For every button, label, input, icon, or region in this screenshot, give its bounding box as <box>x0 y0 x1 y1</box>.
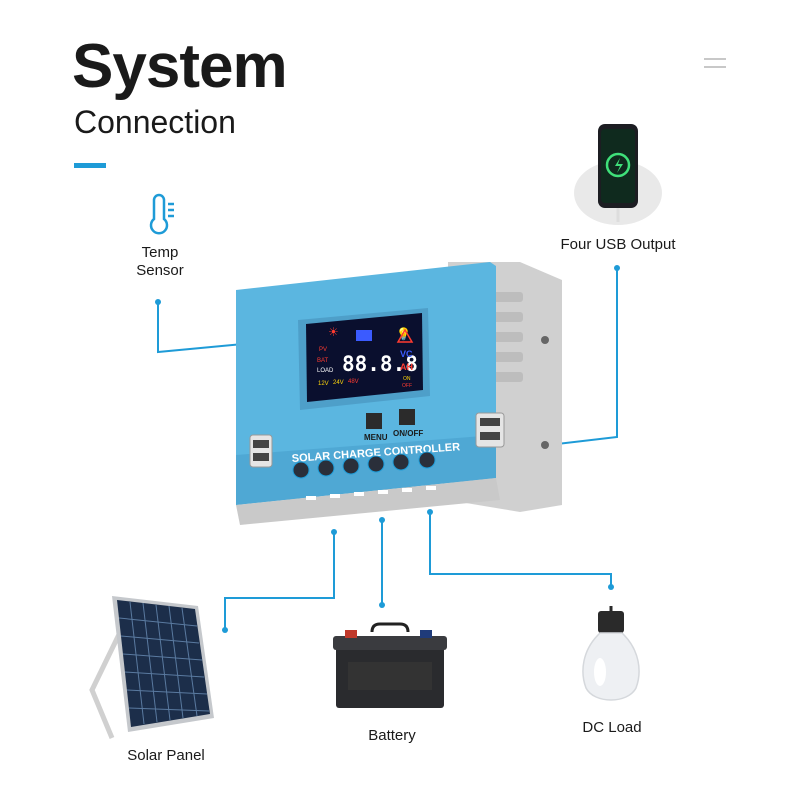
smartphone-icon <box>574 124 662 225</box>
menu-button[interactable] <box>366 413 382 429</box>
display-48v: 48V <box>348 379 359 385</box>
solar-panel-label: Solar Panel <box>127 747 205 764</box>
display-on: ON <box>403 376 411 382</box>
onoff-button-label: ON/OFF <box>393 429 423 438</box>
dc-load-line <box>429 512 612 587</box>
onoff-button[interactable] <box>399 409 415 425</box>
charge-controller: ☀ 💡 PV BAT LOAD 88.8.8 VC AH 12V 24V 48V… <box>236 262 562 525</box>
page-title: System <box>72 32 288 101</box>
menu-icon[interactable] <box>704 58 726 70</box>
display-unit-bottom: AH <box>400 362 413 372</box>
lcd-display <box>306 313 423 402</box>
title-accent-bar <box>74 163 106 168</box>
battery-label: Battery <box>368 727 416 744</box>
usb-port-icon <box>475 412 505 448</box>
display-bat-label: BAT <box>317 358 329 364</box>
display-digits: 88.8.8 <box>342 352 418 376</box>
page-subtitle: Connection <box>74 104 236 140</box>
thermometer-icon <box>149 193 174 235</box>
svg-text:☀: ☀ <box>328 325 339 339</box>
solar-panel-icon <box>89 596 214 739</box>
usb-output-label: Four USB Output <box>560 236 676 253</box>
display-load-label: LOAD <box>317 368 334 374</box>
terminal-screws <box>292 451 436 479</box>
usb-port-icon <box>249 434 273 468</box>
display-unit-top: VC <box>400 349 413 359</box>
solar-panel-line <box>224 532 335 630</box>
temp-sensor-label: Temp Sensor <box>136 244 184 279</box>
battery-icon <box>333 622 447 708</box>
light-bulb-icon <box>582 606 640 701</box>
display-24v: 24V <box>333 380 344 386</box>
dc-load-label: DC Load <box>582 719 642 736</box>
display-off: OFF <box>402 383 412 389</box>
display-12v: 12V <box>318 381 329 387</box>
display-pv-label: PV <box>319 347 327 353</box>
menu-button-label: MENU <box>364 433 388 442</box>
